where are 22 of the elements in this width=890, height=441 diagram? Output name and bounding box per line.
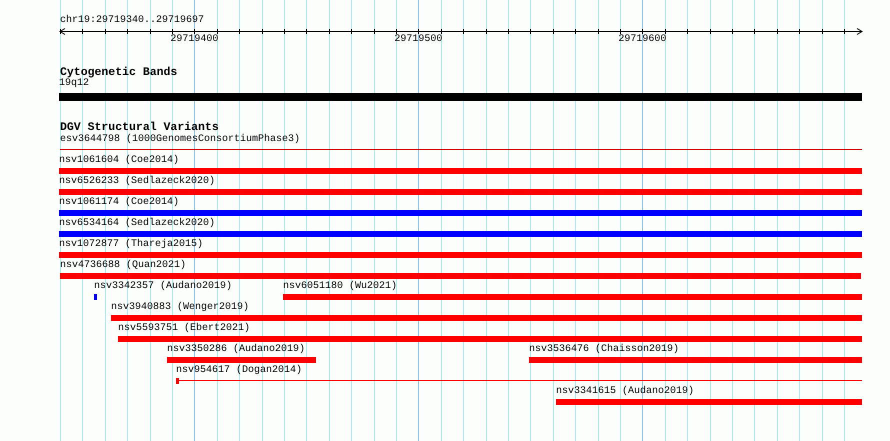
- feature-label: nsv4736688 (Quan2021): [60, 260, 186, 272]
- tick-label: 29719500: [394, 34, 442, 46]
- feature-label: nsv3350286 (Audano2019): [167, 344, 306, 356]
- feature-label: nsv1072877 (Thareja2015): [59, 239, 204, 251]
- feature-label: esv3644798 (1000GenomesConsortiumPhase3): [60, 134, 300, 146]
- feature-label: nsv1061604 (Coe2014): [59, 155, 180, 167]
- feature-label: nsv3341615 (Audano2019): [556, 386, 694, 398]
- track-title: Cytogenetic Bands: [60, 66, 178, 79]
- feature-label: nsv3342357 (Audano2019): [94, 281, 232, 293]
- feature-label: 19q12: [59, 78, 90, 90]
- feature-label: nsv954617 (Dogan2014): [176, 365, 302, 377]
- feature-label: nsv6526233 (Sedlazeck2020): [59, 176, 216, 188]
- feature-label: nsv1061174 (Coe2014): [59, 197, 180, 209]
- feature-label: nsv6534164 (Sedlazeck2020): [59, 218, 216, 230]
- locus-label: chr19:29719340..29719697: [60, 15, 204, 27]
- feature-label: nsv6051180 (Wu2021): [283, 281, 398, 293]
- tick-label: 29719600: [618, 34, 666, 46]
- feature-label: nsv3940883 (Wenger2019): [111, 302, 250, 314]
- tick-label: 29719400: [170, 34, 218, 46]
- feature-label: nsv5593751 (Ebert2021): [118, 323, 250, 335]
- feature-label: nsv3536476 (Chaisson2019): [529, 344, 680, 356]
- track-title: DGV Structural Variants: [60, 121, 219, 134]
